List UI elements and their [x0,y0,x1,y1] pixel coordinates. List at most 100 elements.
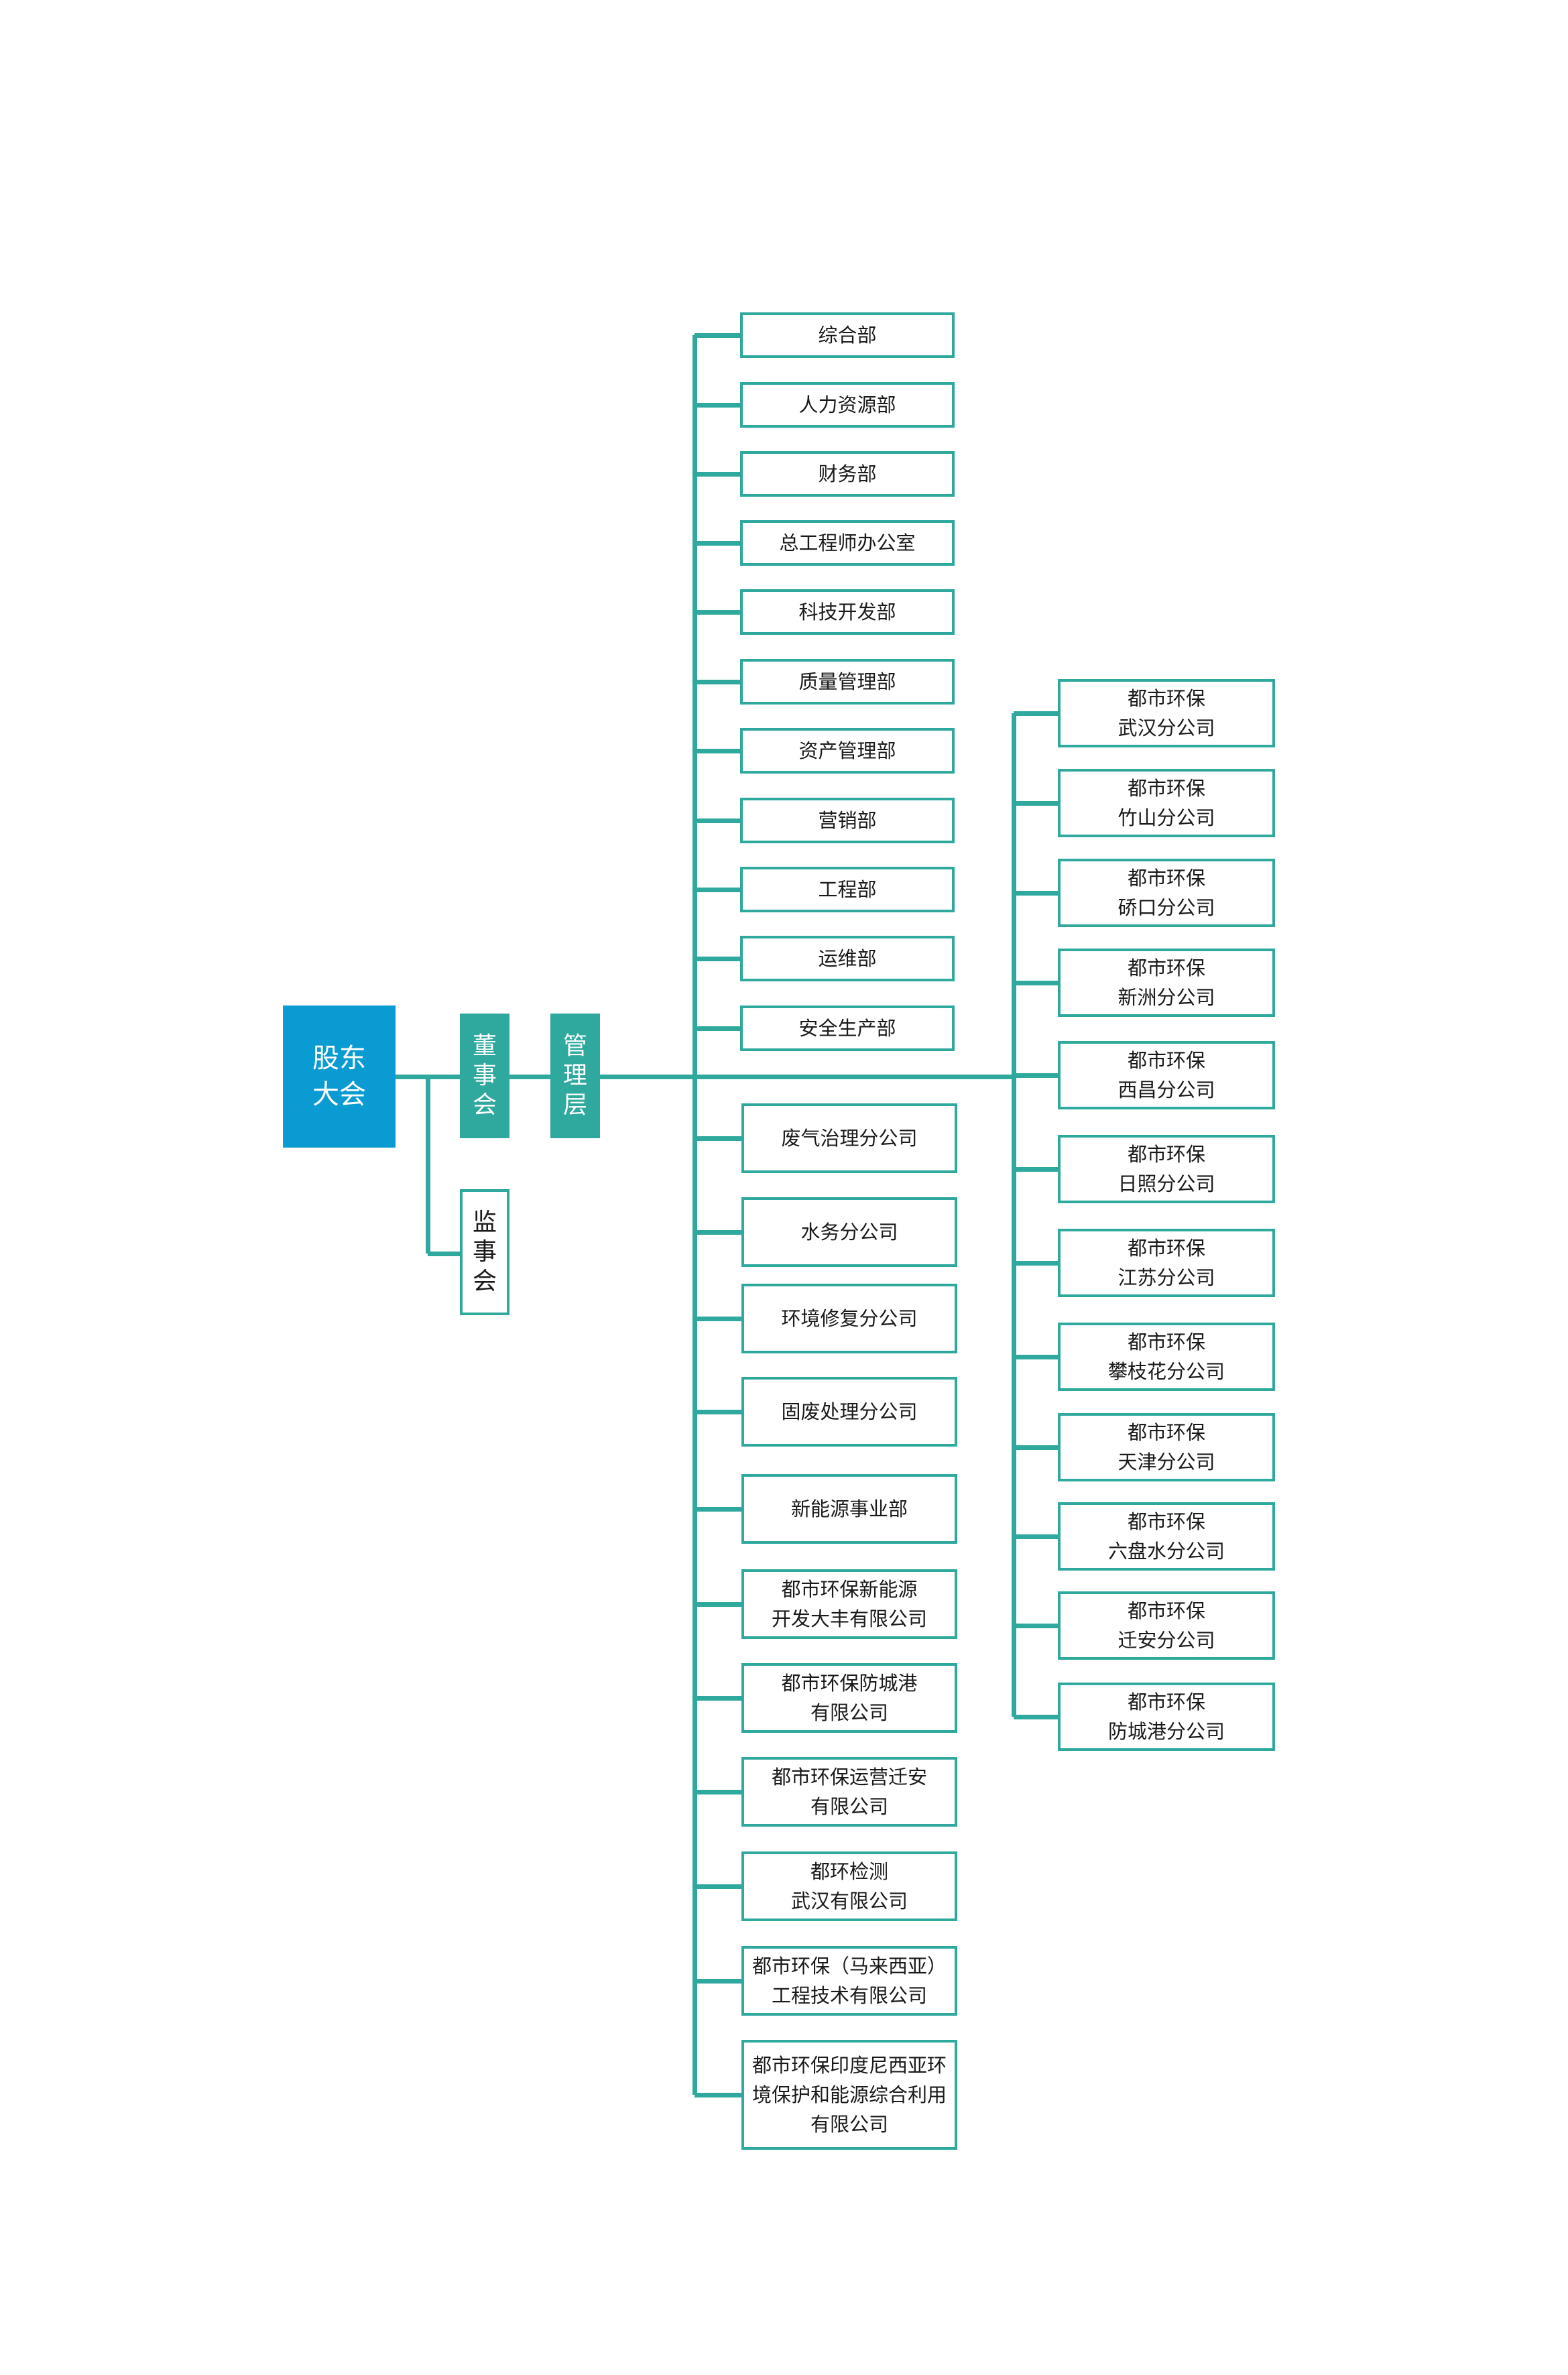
board-of-directors-box: 董事会董事会 [460,1014,509,1138]
connector-subsidiary-4 [695,1409,741,1414]
connector-department-8 [695,818,740,823]
regional-branch-box-line: 竹山分公司 [1118,806,1215,829]
subsidiary-box: 新能源事业部 [741,1474,957,1544]
department-box: 财务部 [740,451,955,497]
department-box: 工程部 [740,867,955,912]
regional-branch-box-line: 都市环保 [1127,1237,1205,1260]
subsidiary-box-line: 都市环保（马来西亚） [751,1955,947,1977]
board-of-directors-box-char: 董 [472,1032,497,1060]
regional-branch-box-line: 江苏分公司 [1118,1266,1215,1289]
connector-left-trunk [692,335,697,2095]
subsidiary-box-line: 有限公司 [810,1795,888,1818]
connector-branch-4 [1014,980,1058,985]
regional-branch-box: 都市环保武汉分公司 [1058,679,1275,747]
regional-branch-box-line: 硚口分公司 [1118,896,1215,919]
subsidiary-box-line: 都市环保新能源 [781,1578,918,1601]
regional-branch-box-line: 天津分公司 [1118,1451,1215,1473]
regional-branch-box: 都市环保六盘水分公司 [1058,1502,1275,1571]
subsidiary-box: 都市环保新能源开发大丰有限公司 [741,1569,957,1639]
regional-branch-box-line: 防城港分公司 [1107,1720,1225,1743]
regional-branch-box-line: 都市环保 [1127,957,1205,979]
regional-branch-box: 都市环保硚口分公司 [1058,859,1275,927]
regional-branch-box: 都市环保迁安分公司 [1058,1591,1275,1660]
subsidiary-box: 都环检测武汉有限公司 [741,1851,957,1921]
department-box-line: 运维部 [818,947,877,970]
department-box-line: 质量管理部 [798,670,896,693]
subsidiary-box-line: 武汉有限公司 [790,1890,908,1912]
management-box-char: 管 [562,1032,587,1060]
regional-branch-box-line: 都市环保 [1127,1421,1205,1444]
management-box: 管理层管理层 [550,1014,600,1138]
connector-branch-1 [1014,711,1058,716]
department-box: 人力资源部 [740,382,955,428]
connector-branch-8 [1014,1354,1058,1359]
regional-branch-box-line: 都市环保 [1127,1510,1205,1533]
connector-subsidiary-1 [695,1136,741,1141]
regional-branch-box: 都市环保竹山分公司 [1058,769,1275,837]
connector-department-3 [695,471,740,477]
connector-department-4 [695,540,740,546]
subsidiary-box: 都市环保（马来西亚）工程技术有限公司 [741,1946,957,2016]
connector-department-11 [695,1026,740,1031]
subsidiary-box-line: 开发大丰有限公司 [771,1607,927,1630]
board-of-supervisors-box-char: 监 [472,1209,497,1236]
department-box-line: 营销部 [818,809,877,832]
shareholders-meeting-box-char: 大会 [312,1079,366,1110]
regional-branch-box-line: 新洲分公司 [1118,986,1215,1009]
connector-board-management [509,1074,550,1079]
subsidiary-box: 水务分公司 [741,1197,957,1267]
regional-branch-box: 都市环保防城港分公司 [1058,1683,1275,1751]
regional-branch-box-line: 都市环保 [1127,687,1205,710]
department-box: 营销部 [740,798,955,843]
regional-branch-box: 都市环保新洲分公司 [1058,949,1275,1017]
subsidiary-box-line: 有限公司 [810,1701,888,1724]
regional-branch-box-line: 日照分公司 [1118,1172,1215,1195]
connector-department-10 [695,956,740,961]
connector-branch-3 [1014,890,1058,896]
connector-subsidiary-11 [695,2092,741,2097]
department-box: 运维部 [740,936,955,981]
regional-branch-box-line: 都市环保 [1127,1599,1205,1622]
connector-subsidiary-3 [695,1316,741,1321]
subsidiary-box-line: 环境修复分公司 [781,1307,918,1330]
department-box-line: 人力资源部 [798,393,896,416]
department-box-line: 财务部 [818,463,877,485]
department-box: 质量管理部 [740,659,955,705]
department-box-line: 工程部 [818,878,877,901]
subsidiary-box-line: 都环检测 [810,1860,888,1883]
subsidiary-box-line: 固废处理分公司 [781,1400,918,1423]
shareholders-meeting-box: 股东大会股东大会 [283,1006,396,1148]
connector-branch-7 [1014,1260,1058,1266]
subsidiary-box-line: 水务分公司 [800,1221,898,1243]
subsidiary-box: 环境修复分公司 [741,1284,957,1353]
board-of-directors-box-char: 事 [472,1062,497,1089]
connector-subsidiary-7 [695,1695,741,1701]
connector-branch-5 [1014,1073,1058,1078]
regional-branch-box-line: 都市环保 [1127,1331,1205,1353]
department-box-line: 总工程师办公室 [779,532,916,554]
connector-branch-2 [1014,800,1058,806]
shareholders-meeting-box-char: 股东 [312,1043,366,1074]
connector-subsidiary-5 [695,1506,741,1512]
department-box: 安全生产部 [740,1006,955,1051]
board-of-supervisors-box-char: 事 [472,1238,497,1266]
regional-branch-box: 都市环保天津分公司 [1058,1413,1275,1481]
regional-branch-box-line: 都市环保 [1127,1691,1205,1713]
department-box: 综合部 [740,312,955,358]
connector-department-7 [695,748,740,753]
regional-branch-box-line: 攀枝花分公司 [1107,1360,1225,1383]
regional-branch-box: 都市环保攀枝花分公司 [1058,1323,1275,1391]
subsidiary-box: 都市环保运营迁安有限公司 [741,1757,957,1827]
subsidiary-box-line: 都市环保印度尼西亚环 [751,2054,947,2077]
management-box-char: 理 [562,1062,587,1089]
subsidiary-box-line: 废气治理分公司 [781,1127,918,1150]
connector-branch-9 [1014,1445,1058,1450]
connector-subsidiary-2 [695,1229,741,1235]
connector-branch-11 [1014,1623,1058,1628]
subsidiary-box-line: 都市环保防城港 [781,1672,918,1695]
department-box-line: 安全生产部 [798,1017,896,1040]
regional-branch-box: 都市环保西昌分公司 [1058,1041,1275,1109]
connector-branch-12 [1014,1714,1058,1719]
subsidiary-box-line: 都市环保运营迁安 [771,1766,927,1788]
connector-management-trunk [600,1074,1014,1079]
